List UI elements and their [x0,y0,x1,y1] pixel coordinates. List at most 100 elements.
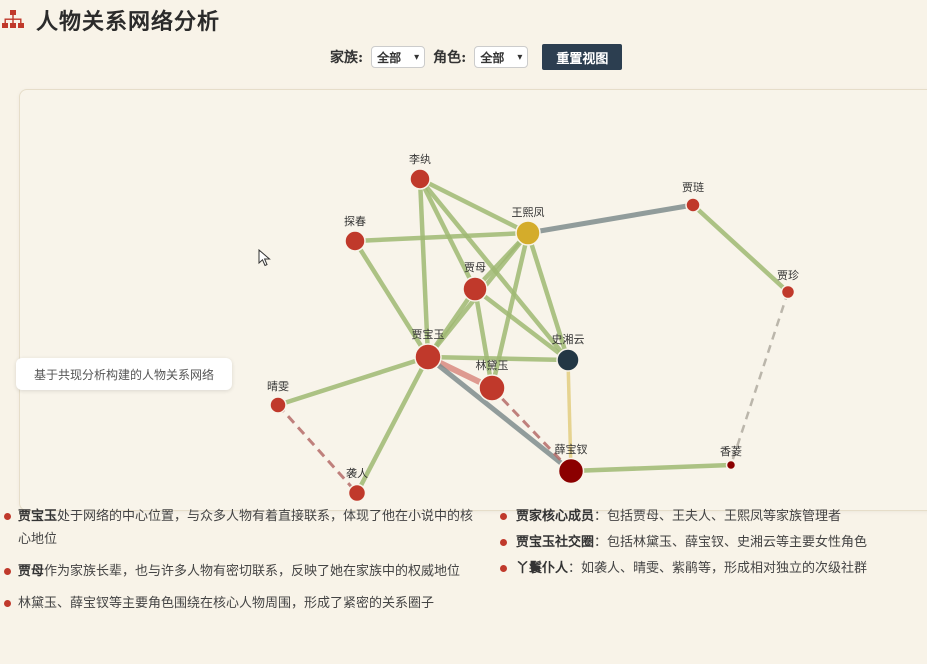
node-label: 薛宝钗 [555,442,588,456]
node-label: 晴雯 [267,380,289,393]
family-select-value: 全部 [377,50,402,65]
note-item: 林黛玉、薛宝钗等主要角色围绕在核心人物周围，形成了紧密的关系圈子 [4,592,480,615]
node-circle[interactable] [478,374,506,402]
node-label: 林黛玉 [476,358,509,372]
link-jby-qw [277,354,429,408]
note-text: ：如袭人、晴雯、紫鹃等，形成相对独立的次级社群 [568,561,868,576]
node-label: 贾宝玉 [412,327,445,341]
family-select[interactable]: 全部 ▾ [371,46,426,68]
bullet-icon [4,513,11,520]
link-sxy-xbc [566,359,573,472]
note-item: 贾宝玉处于网络的中心位置，与众多人物有着直接联系，体现了他在小说中的核心地位 [4,505,480,551]
link-jm-jby [426,287,477,359]
link-tc-wxf [354,230,529,244]
node-circle[interactable] [725,459,737,471]
node-wxf[interactable]: 王熙凤 [512,206,545,246]
note-bold: 贾家核心成员 [516,509,595,524]
node-circle[interactable] [462,276,488,302]
node-label: 袭人 [346,466,368,480]
filter-bar: 家族: 全部 ▾ 角色: 全部 ▾ 重置视图 [330,44,623,70]
link-wxf-ldy [489,232,531,389]
node-label: 史湘云 [552,332,585,346]
node-circle[interactable] [556,348,580,372]
link-lw-wxf [418,176,530,236]
family-filter-label: 家族: [330,50,364,66]
note-text: ：包括贾母、王夫人、王熙凤等家族管理者 [594,509,842,524]
bullet-icon [4,600,11,607]
node-circle[interactable] [347,483,367,503]
node-jby[interactable]: 贾宝玉 [412,327,445,371]
link-jby-sxy [427,354,569,363]
note-text: 处于网络的中心位置，与众多人物有着直接联系，体现了他在小说中的核心地位 [18,509,474,547]
link-jm-sxy [473,287,570,362]
reset-view-button[interactable]: 重置视图 [542,44,623,70]
node-circle[interactable] [685,197,701,213]
page-header: 人物关系网络分析 [0,0,927,40]
analysis-notes-left: 贾宝玉处于网络的中心位置，与众多人物有着直接联系，体现了他在小说中的核心地位 贾… [4,505,480,624]
bullet-icon [4,568,11,575]
link-lw-jby [417,178,431,358]
node-circle[interactable] [414,343,442,371]
link-jby-xr [355,355,430,495]
node-circle[interactable] [344,230,366,252]
note-bold: 贾宝玉 [18,509,58,524]
bullet-icon [500,513,507,520]
node-tc[interactable]: 探春 [344,215,366,252]
chevron-down-icon: ▾ [414,51,420,63]
note-item: 贾母作为家族长辈，也与许多人物有密切联系，反映了她在家族中的权威地位 [4,560,480,583]
analysis-notes-right: 贾家核心成员：包括贾母、王夫人、王熙凤等家族管理者 贾宝玉社交圈：包括林黛玉、薛… [500,505,920,583]
link-tc-jby [353,239,430,359]
node-circle[interactable] [269,396,287,414]
link-qw-xr [276,403,359,495]
link-wxf-sxy [525,232,571,361]
note-text: 作为家族长辈，也与许多人物有密切联系，反映了她在家族中的权威地位 [44,564,461,579]
node-circle[interactable] [409,168,431,190]
node-xbc[interactable]: 薛宝钗 [555,442,588,485]
node-jz[interactable]: 贾珍 [777,269,799,300]
link-lw-jm [417,177,478,291]
link-jl-jz [691,203,790,294]
note-bold: 贾宝玉社交圈 [516,535,595,550]
links-layer [276,176,790,495]
note-text: ：包括林黛玉、薛宝钗、史湘云等主要女性角色 [594,535,868,550]
link-ldy-xbc [490,386,573,473]
link-jm-ldy [472,288,495,389]
node-circle[interactable] [780,284,796,300]
node-lw[interactable]: 李纨 [409,152,431,190]
note-item: 贾家核心成员：包括贾母、王夫人、王熙凤等家族管理者 [500,505,920,528]
node-label: 贾珍 [777,269,799,282]
note-item: 贾宝玉社交圈：包括林黛玉、薛宝钗、史湘云等主要女性角色 [500,531,920,554]
role-select[interactable]: 全部 ▾ [474,46,529,68]
node-jl[interactable]: 贾琏 [682,180,704,213]
node-circle[interactable] [557,457,585,485]
node-label: 香菱 [720,445,742,458]
mouse-cursor-icon [258,249,271,267]
note-bold: 贾母 [18,564,45,579]
note-text: 林黛玉、薛宝钗等主要角色围绕在核心人物周围，形成了紧密的关系圈子 [18,596,435,611]
node-jm[interactable]: 贾母 [462,261,488,302]
note-item: 丫鬟仆人：如袭人、晴雯、紫鹃等，形成相对独立的次级社群 [500,557,920,580]
role-select-value: 全部 [480,50,505,65]
node-circle[interactable] [515,220,541,246]
node-xl[interactable]: 香菱 [720,445,742,471]
node-ldy[interactable]: 林黛玉 [476,358,509,402]
node-label: 探春 [344,215,366,228]
link-jby-xbc [426,355,573,473]
note-bold: 丫鬟仆人 [516,561,569,576]
node-qw[interactable]: 晴雯 [267,380,289,414]
bullet-icon [500,565,507,572]
bullet-icon [500,539,507,546]
graph-caption: 基于共现分析构建的人物关系网络 [16,358,232,390]
node-label: 贾母 [464,261,486,274]
node-xr[interactable]: 袭人 [346,466,368,503]
page-title: 人物关系网络分析 [36,9,221,35]
node-label: 王熙凤 [512,206,545,219]
node-label: 李纨 [409,152,431,166]
link-xbc-xl [570,462,732,474]
link-wxf-jl [527,202,694,236]
link-jz-xl [729,291,790,466]
chevron-down-icon: ▾ [517,51,523,63]
node-sxy[interactable]: 史湘云 [552,332,585,372]
